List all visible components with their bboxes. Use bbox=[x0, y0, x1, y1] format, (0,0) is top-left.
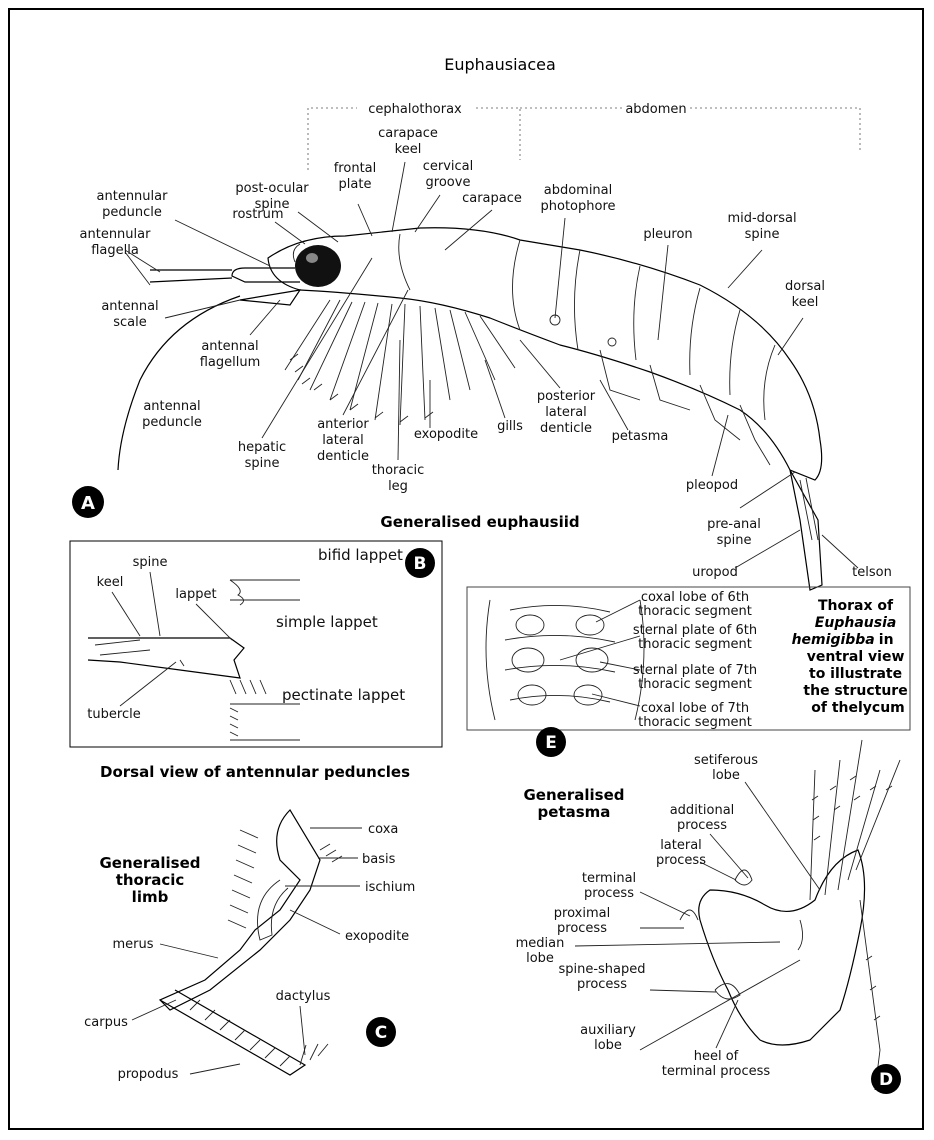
svg-text:coxa: coxa bbox=[368, 822, 398, 837]
svg-text:exopodite: exopodite bbox=[345, 929, 409, 944]
label-petasma: petasma bbox=[612, 429, 669, 444]
svg-text:B: B bbox=[414, 554, 427, 574]
svg-text:E: E bbox=[545, 733, 557, 753]
label-carapace: carapace bbox=[462, 191, 522, 206]
label-pleuron: pleuron bbox=[643, 227, 692, 242]
label-tubercle: tubercle bbox=[87, 707, 140, 722]
svg-text:C: C bbox=[375, 1023, 387, 1043]
thoracic-limb-drawing bbox=[160, 810, 342, 1075]
badge-a: A bbox=[72, 486, 104, 518]
label-spine: spine bbox=[133, 555, 168, 570]
svg-text:dactylus: dactylus bbox=[276, 989, 331, 1004]
badge-d: D bbox=[871, 1064, 901, 1094]
label-lappet: lappet bbox=[175, 587, 216, 602]
label-simple-lappet: simple lappet bbox=[276, 613, 378, 631]
label-gills: gills bbox=[497, 419, 523, 434]
badge-e: E bbox=[536, 727, 566, 757]
label-exopodite: exopodite bbox=[414, 427, 478, 442]
label-pleopod: pleopod bbox=[686, 478, 738, 493]
label-uropod: uropod bbox=[692, 565, 738, 580]
label-telson: telson bbox=[852, 565, 892, 580]
plate-title: Euphausiacea bbox=[444, 55, 556, 74]
svg-text:A: A bbox=[81, 493, 95, 514]
svg-text:D: D bbox=[879, 1070, 893, 1090]
svg-text:ischium: ischium bbox=[365, 880, 415, 895]
label-keel: keel bbox=[97, 575, 124, 590]
svg-text:basis: basis bbox=[362, 852, 396, 867]
thorax-ventral-drawing bbox=[486, 600, 644, 720]
cephalothorax-label: cephalothorax bbox=[368, 102, 462, 117]
caption-generalised-euphausiid: Generalised euphausiid bbox=[380, 513, 579, 531]
caption-dorsal-view: Dorsal view of antennular peduncles bbox=[100, 763, 410, 781]
label-pectinate-lappet: pectinate lappet bbox=[282, 686, 405, 704]
svg-text:propodus: propodus bbox=[118, 1067, 179, 1082]
badge-c: C bbox=[366, 1017, 396, 1047]
badge-b: B bbox=[405, 548, 435, 578]
label-bifid-lappet: bifid lappet bbox=[318, 546, 403, 564]
petasma-drawing bbox=[680, 740, 900, 1090]
abdomen-label: abdomen bbox=[625, 102, 686, 117]
svg-text:merus: merus bbox=[112, 937, 153, 952]
svg-text:carpus: carpus bbox=[84, 1015, 128, 1030]
